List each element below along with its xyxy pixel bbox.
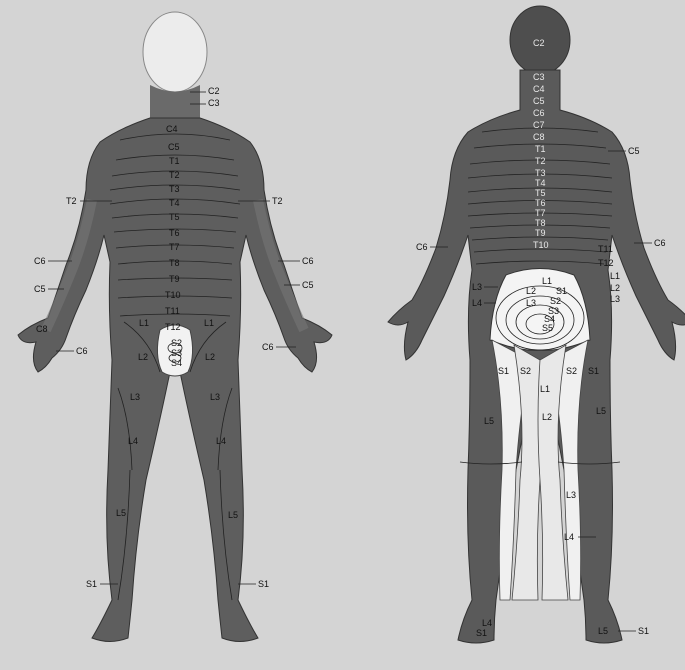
back-label-t11: T11 [598, 244, 613, 254]
front-figure: C2 C3 C4 C5 T1 T2 T3 T4 T5 T6 T7 T8 T9 T… [18, 12, 332, 642]
back-label-s5-center: S5 [542, 323, 553, 333]
front-label-t6: T6 [169, 228, 180, 238]
back-label-l5-foot: L5 [598, 626, 608, 636]
back-label-t10: T10 [533, 240, 549, 250]
back-label-t7: T7 [535, 208, 546, 218]
back-label-s1-center: S1 [556, 286, 567, 296]
front-label-l1-right: L1 [204, 318, 214, 328]
back-label-t5: T5 [535, 188, 546, 198]
front-label-c6-right: C6 [302, 256, 314, 266]
front-label-s4: S4 [171, 358, 182, 368]
front-label-s2: S2 [171, 338, 182, 348]
back-label-l1-center: L1 [542, 276, 552, 286]
back-label-c2: C2 [533, 38, 545, 48]
back-label-l2-center: L2 [526, 286, 536, 296]
front-label-c8-hand: C8 [36, 324, 48, 334]
back-label-c4: C4 [533, 84, 545, 94]
back-label-l3: L3 [610, 294, 620, 304]
back-label-l3-center: L3 [526, 298, 536, 308]
back-label-s2-left: S2 [520, 366, 531, 376]
front-label-l5-left: L5 [116, 508, 126, 518]
front-label-c2: C2 [208, 86, 220, 96]
front-label-t1: T1 [169, 156, 180, 166]
back-label-t6: T6 [535, 198, 546, 208]
front-label-l4-right: L4 [216, 436, 226, 446]
front-label-l5-right: L5 [228, 510, 238, 520]
back-label-l5-right: L5 [596, 406, 606, 416]
back-label-l4-left: L4 [472, 298, 482, 308]
front-label-t12: T12 [165, 322, 181, 332]
front-label-t11: T11 [165, 306, 180, 316]
front-label-t3: T3 [169, 184, 180, 194]
front-label-l3-left: L3 [130, 392, 140, 402]
back-label-s2-center: S2 [550, 296, 561, 306]
back-label-c6-left: C6 [416, 242, 428, 252]
front-label-c4: C4 [166, 124, 178, 134]
front-label-s3: S3 [171, 348, 182, 358]
back-label-t4: T4 [535, 178, 546, 188]
front-head [143, 12, 207, 92]
front-label-l3-right: L3 [210, 392, 220, 402]
back-label-c6: C6 [533, 108, 545, 118]
back-label-c3: C3 [533, 72, 545, 82]
back-label-l1: L1 [610, 271, 620, 281]
back-label-l3-left: L3 [472, 282, 482, 292]
front-label-c6-left: C6 [34, 256, 46, 266]
front-label-c3: C3 [208, 98, 220, 108]
back-label-t1: T1 [535, 144, 546, 154]
front-label-t8: T8 [169, 258, 180, 268]
back-label-l4-calf: L4 [564, 532, 574, 542]
back-label-c6-right: C6 [654, 238, 666, 248]
back-label-l3-calf: L3 [566, 490, 576, 500]
back-label-s1-foot: S1 [476, 628, 487, 638]
front-label-t10: T10 [165, 290, 181, 300]
front-label-c5-right: C5 [302, 280, 314, 290]
front-label-t2c: T2 [169, 170, 180, 180]
front-label-l4-left: L4 [128, 436, 138, 446]
back-label-t12: T12 [598, 258, 614, 268]
back-label-l5-left: L5 [484, 416, 494, 426]
front-label-c5: C5 [168, 142, 180, 152]
front-label-t4: T4 [169, 198, 180, 208]
back-label-l2: L2 [610, 283, 620, 293]
front-label-t9: T9 [169, 274, 180, 284]
front-label-l2-left: L2 [138, 352, 148, 362]
back-label-s1-left: S1 [498, 366, 509, 376]
front-label-c5-left: C5 [34, 284, 46, 294]
back-label-l1-thigh: L1 [540, 384, 550, 394]
front-label-t2-left: T2 [66, 196, 77, 206]
back-label-t3: T3 [535, 168, 546, 178]
back-label-t2: T2 [535, 156, 546, 166]
front-label-t7: T7 [169, 242, 180, 252]
back-label-c8: C8 [533, 132, 545, 142]
front-label-t2-right: T2 [272, 196, 283, 206]
back-label-t9: T9 [535, 228, 546, 238]
front-label-c6-left-hand: C6 [76, 346, 88, 356]
front-label-c6-right-hand: C6 [262, 342, 274, 352]
back-label-c5: C5 [533, 96, 545, 106]
back-label-c5-right: C5 [628, 146, 640, 156]
back-label-l2-thigh: L2 [542, 412, 552, 422]
back-label-t8: T8 [535, 218, 546, 228]
front-labels: C2 C3 C4 C5 T1 T2 T3 T4 T5 T6 T7 T8 T9 T… [34, 86, 314, 589]
back-label-s1-foot-right: S1 [638, 626, 649, 636]
front-label-l1-left: L1 [139, 318, 149, 328]
back-label-s2-right: S2 [566, 366, 577, 376]
front-label-t5: T5 [169, 212, 180, 222]
back-label-c7: C7 [533, 120, 545, 130]
back-figure: C2 C3 C4 C5 C6 C7 C8 T1 T2 T3 T4 T5 T6 T… [388, 6, 685, 643]
back-label-l4-foot: L4 [482, 618, 492, 628]
front-label-s1-left: S1 [86, 579, 97, 589]
front-label-s1-right: S1 [258, 579, 269, 589]
front-label-l2-right: L2 [205, 352, 215, 362]
back-label-s1-right: S1 [588, 366, 599, 376]
back-sacral-area [490, 269, 590, 351]
